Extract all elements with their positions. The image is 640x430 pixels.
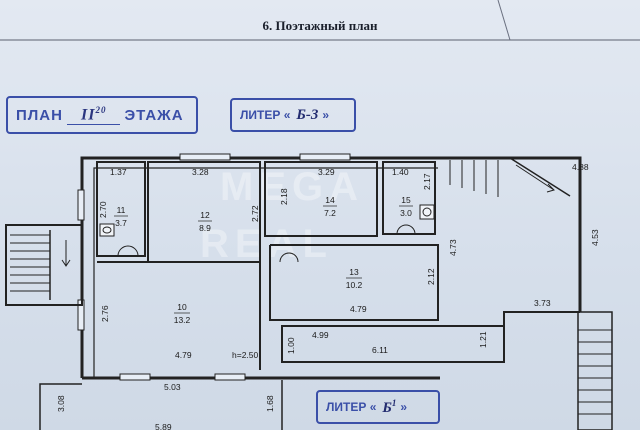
room-14-outline [264,161,378,237]
dim-1-68: 1.68 [265,395,275,412]
sink-room-15-icon [396,224,416,235]
room-15-area: 3.0 [400,208,412,218]
dim-6-11: 6.11 [372,345,388,355]
sink-room-13-icon [279,252,299,263]
room-13-number: 13 [349,267,359,277]
page-fold-line [497,0,511,41]
room-12-number: 12 [200,210,210,220]
dimension-labels: 1.37 3.28 3.29 1.40 4.88 2.70 2.72 2.18 … [56,162,600,430]
window-2 [299,153,351,161]
plan-stamp-word-floor: ЭТАЖА [124,106,184,124]
stair-bottom-right [577,311,613,430]
liter-top-close: » [322,108,330,122]
stair-right [440,157,571,197]
dim-5-89: 5.89 [155,422,172,430]
dim-1-21: 1.21 [478,331,488,348]
window-6 [214,373,246,381]
dim-2-70: 2.70 [98,201,108,218]
room-labels: 11 3.7 12 8.9 14 7.2 15 3.0 13 10.2 10 1… [114,195,413,325]
dim-2-12: 2.12 [426,268,436,285]
dim-4-73: 4.73 [448,239,458,256]
dim-2-17: 2.17 [422,173,432,190]
ceiling-height: h=2.50 [232,350,259,360]
windows [77,153,351,381]
plan-stamp-floor-sup: 20 [95,104,107,115]
corridor-outline [281,325,505,363]
room-11-area: 3.7 [115,218,127,228]
dim-4-99: 4.99 [312,330,329,340]
dim-2-76: 2.76 [100,305,110,322]
lower-floor-walls [39,380,283,430]
dim-4-79-room10: 4.79 [175,350,192,360]
room-11-outline [96,161,146,257]
room-13-outline [269,244,439,321]
floor-plan-stamp: ПЛАН II20 ЭТАЖА [6,96,198,134]
dim-1-00: 1.00 [286,337,296,354]
sink-room-11-icon [117,245,139,257]
dim-4-53: 4.53 [590,229,600,246]
liter-bottom-code: Б1 [382,398,396,417]
interior-walls [96,161,580,370]
wall-balcony [503,311,580,326]
room-10-number: 10 [177,302,187,312]
dim-4-79-room13: 4.79 [350,304,367,314]
stair-left-frame [5,224,83,306]
dim-3-08: 3.08 [56,395,66,412]
room-15-number: 15 [401,195,411,205]
stair-left [5,224,83,306]
liter-bottom-code-letter: Б [382,399,392,416]
window-5 [119,373,151,381]
wall-outer-inner-line [93,167,438,378]
liter-stamp-bottom: ЛИТЕР « Б1 » [316,390,440,424]
plan-stamp-floor-number: II [80,106,96,124]
outer-walls [80,156,582,380]
room-14-number: 14 [325,195,335,205]
fixtures [99,204,435,263]
plan-stamp-word-plan: ПЛАН [16,106,63,124]
dim-1-37: 1.37 [110,167,127,177]
page-title: 6. Поэтажный план [262,18,378,33]
room-12-area: 8.9 [199,223,211,233]
liter-top-code: Б-3 [296,106,319,123]
room-15-outline [382,161,436,235]
wall-outer-right [440,156,582,312]
liter-bottom-code-sup: 1 [391,397,397,408]
watermark-line-1: MEGA [220,165,364,209]
room-14-area: 7.2 [324,208,336,218]
room-10-wall [97,261,261,370]
dim-2-72: 2.72 [250,205,260,222]
dim-3-28: 3.28 [192,167,209,177]
window-3 [77,189,85,221]
room-13-area: 10.2 [346,280,363,290]
room-10-area: 13.2 [174,315,191,325]
dim-4-88: 4.88 [572,162,589,172]
window-1 [179,153,231,161]
dim-2-18: 2.18 [279,188,289,205]
dim-5-03: 5.03 [164,382,181,392]
liter-top-label: ЛИТЕР « [240,108,291,122]
dim-1-40: 1.40 [392,167,409,177]
room-11-number: 11 [117,205,126,215]
liter-bottom-close: » [400,400,408,414]
dim-3-73: 3.73 [534,298,551,308]
liter-stamp-top: ЛИТЕР « Б-3 » [230,98,356,132]
plan-stamp-floor: II20 [66,104,121,126]
dim-3-29: 3.29 [318,167,335,177]
liter-bottom-label: ЛИТЕР « [326,400,377,414]
